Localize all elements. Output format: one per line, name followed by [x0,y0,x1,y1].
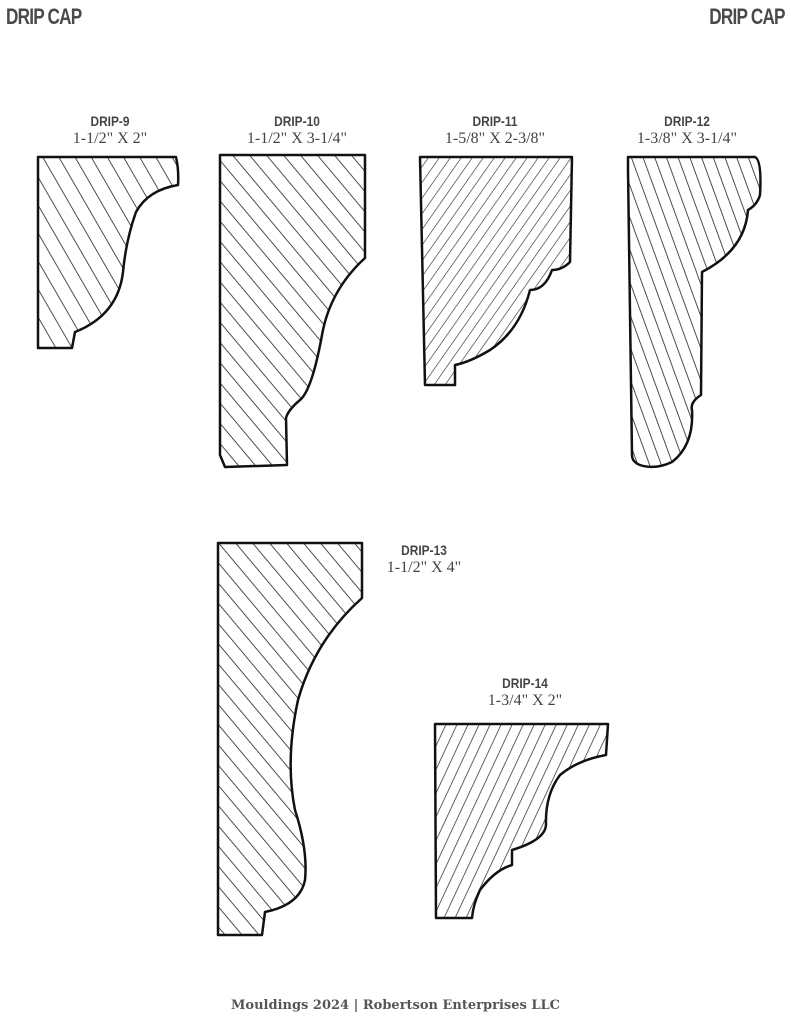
profile-code: DRIP-10 [274,113,320,129]
profile-size: 1-1/2" X 4" [386,559,462,576]
profile-label-drip-13: DRIP-13 1-1/2" X 4" [324,542,524,577]
page-header-right: DRIP CAP [709,4,786,29]
profile-label-drip-14: DRIP-14 1-3/4" X 2" [425,675,625,710]
profile-size: 1-1/2" X 2" [72,130,148,147]
drip-14-profile [433,722,610,920]
profile-label-drip-12: DRIP-12 1-3/8" X 3-1/4" [587,113,787,148]
profile-code: DRIP-14 [502,675,548,691]
profile-size: 1-1/2" X 3-1/4" [246,130,348,147]
page-footer: Mouldings 2024 | Robertson Enterprises L… [231,998,560,1013]
profile-label-drip-10: DRIP-10 1-1/2" X 3-1/4" [197,113,397,148]
profile-size: 1-3/4" X 2" [487,692,563,709]
profile-label-drip-11: DRIP-11 1-5/8" X 2-3/8" [395,113,595,148]
profile-code: DRIP-11 [472,113,518,129]
profile-label-drip-9: DRIP-9 1-1/2" X 2" [10,113,210,148]
drip-9-profile [36,155,180,350]
drip-10-profile [218,153,367,469]
profile-size: 1-5/8" X 2-3/8" [444,130,546,147]
profile-code: DRIP-12 [664,113,710,129]
page-header-left: DRIP CAP [6,4,82,29]
profile-size: 1-3/8" X 3-1/4" [636,130,738,147]
drip-12-profile [626,155,762,469]
drip-11-profile [418,155,574,387]
profile-code: DRIP-9 [90,113,130,129]
profile-code: DRIP-13 [401,542,447,558]
drip-13-profile [216,541,364,937]
